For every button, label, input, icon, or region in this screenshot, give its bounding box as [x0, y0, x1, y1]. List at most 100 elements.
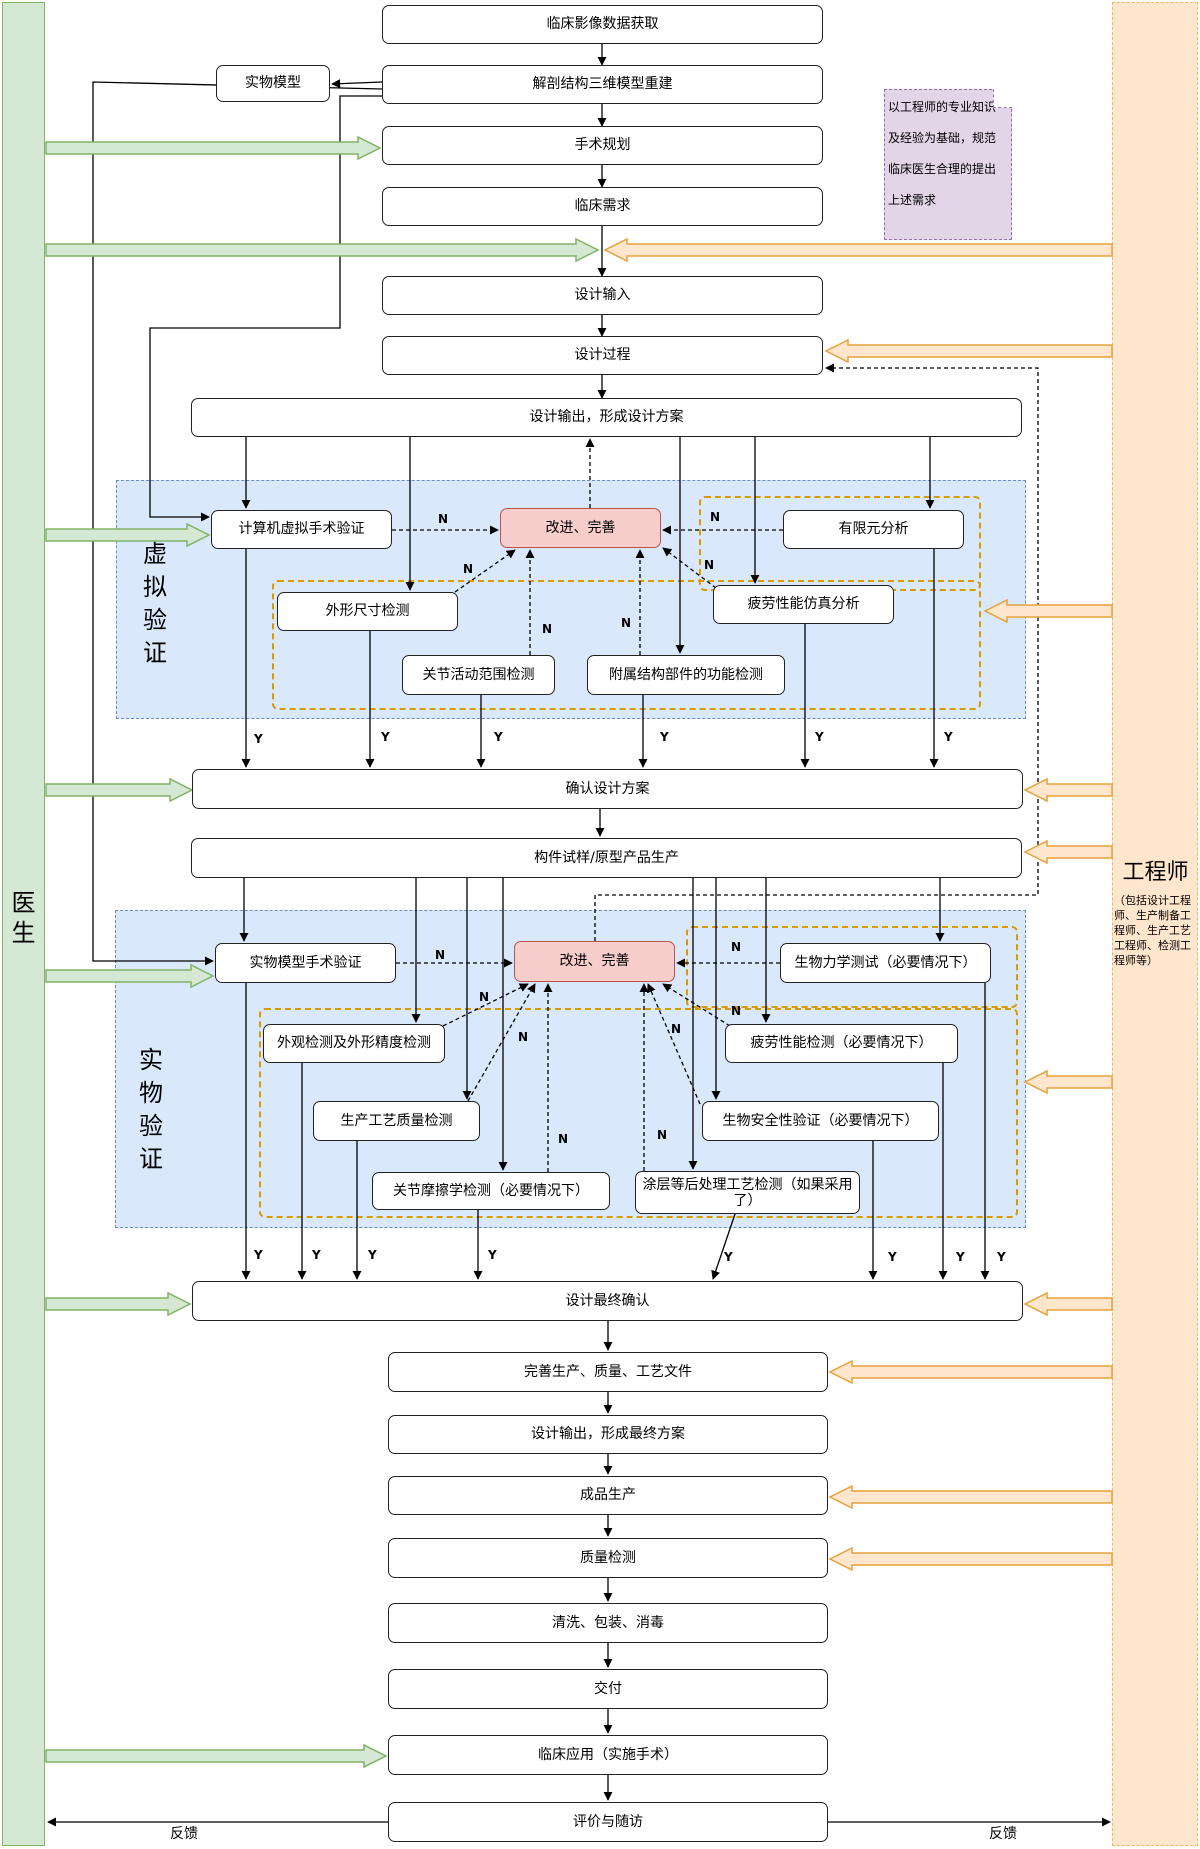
edge-label-y: Y	[815, 730, 824, 744]
engineer-lane-title: 工程师	[1122, 860, 1189, 885]
edge-label-n: N	[479, 990, 490, 1004]
biomechanics-test-box[interactable]: 生物力学测试（必要情况下）	[780, 943, 991, 983]
n-dashed-arrow	[442, 983, 529, 1027]
final-confirmation-box[interactable]: 设计最终确认	[192, 1281, 1023, 1321]
evaluation-followup-box[interactable]: 评价与随访	[388, 1802, 828, 1842]
engineer-input-arrow	[603, 237, 1113, 263]
quality-inspection-box[interactable]: 质量检测	[388, 1538, 828, 1578]
prototype-production-box[interactable]: 构件试样/原型产品生产	[191, 838, 1022, 878]
edge-label-n: N	[518, 1030, 529, 1044]
engineer-input-arrow	[1023, 1069, 1113, 1095]
design-process-box[interactable]: 设计过程	[382, 336, 823, 375]
reconstruction-box[interactable]: 解剖结构三维模型重建	[382, 65, 823, 104]
edge-label-n: N	[657, 1128, 668, 1142]
joint-tribology-check-box[interactable]: 关节摩擦学检测（必要情况下）	[372, 1172, 610, 1210]
engineer-input-arrow	[983, 598, 1113, 624]
n-dashed-arrow	[454, 549, 516, 593]
biosafety-verification-box[interactable]: 生物安全性验证（必要情况下）	[702, 1101, 939, 1141]
doctor-input-arrow	[45, 237, 600, 263]
engineer-guidance-note: 以工程师的专业知识 及经验为基础，规范 临床医生合理的提出 上述需求	[884, 89, 1012, 240]
improve-documents-box[interactable]: 完善生产、质量、工艺文件	[388, 1352, 828, 1392]
edge-label-y: Y	[368, 1248, 377, 1262]
edge-label-n: N	[621, 616, 632, 630]
engineer-input-arrow	[824, 338, 1113, 364]
process-quality-check-box[interactable]: 生产工艺质量检测	[313, 1101, 480, 1141]
engineer-lane-note: （包括设计工程师、生产制备工程师、生产工艺工程师、检测工程师等）	[1114, 894, 1191, 967]
feedback-left-label: 反馈	[170, 1826, 198, 1842]
edge-label-n: N	[463, 562, 474, 576]
edge-label-n: N	[710, 510, 721, 524]
n-dashed-arrow	[647, 983, 701, 1105]
edge-label-y: Y	[724, 1250, 733, 1264]
fatigue-simulation-box[interactable]: 疲劳性能仿真分析	[713, 585, 894, 624]
surgical-planning-box[interactable]: 手术规划	[382, 126, 823, 165]
design-output-box[interactable]: 设计输出，形成设计方案	[191, 398, 1022, 437]
doctor-input-arrow	[45, 135, 382, 161]
engineer-lane	[1112, 2, 1198, 1846]
physical-model-box[interactable]: 实物模型	[216, 65, 330, 102]
doctor-input-arrow	[45, 1743, 388, 1769]
final-design-output-box[interactable]: 设计输出，形成最终方案	[388, 1415, 828, 1454]
clean-pack-sterilize-box[interactable]: 清洗、包装、消毒	[388, 1603, 828, 1643]
doctor-input-arrow	[45, 963, 215, 989]
doctor-lane	[2, 2, 45, 1846]
appearance-precision-check-box[interactable]: 外观检测及外形精度检测	[263, 1024, 445, 1063]
doctor-lane-label: 医 生	[11, 889, 36, 947]
edge-label-n: N	[435, 948, 446, 962]
engineer-input-arrow	[1023, 777, 1113, 803]
edge-label-y: Y	[254, 732, 263, 746]
edge-label-n: N	[731, 1004, 742, 1018]
engineer-input-arrow	[1023, 839, 1113, 865]
edge-label-y: Y	[494, 730, 503, 744]
note-fold-corner	[993, 89, 1012, 108]
to-physical-model-arrow	[331, 79, 383, 89]
delivery-box[interactable]: 交付	[388, 1669, 828, 1709]
feedback-right-label: 反馈	[989, 1826, 1017, 1842]
physical-verification-label: 实 物 验 证	[139, 1046, 163, 1173]
edge-label-y: Y	[888, 1250, 897, 1264]
edge-label-y: Y	[660, 730, 669, 744]
engineer-input-arrow	[828, 1359, 1113, 1385]
engineer-input-arrow	[828, 1484, 1113, 1510]
edge-label-n: N	[558, 1132, 569, 1146]
edge-label-y: Y	[381, 730, 390, 744]
product-production-box[interactable]: 成品生产	[388, 1476, 828, 1515]
design-input-box[interactable]: 设计输入	[382, 276, 823, 315]
engineer-input-arrow	[1023, 1291, 1113, 1317]
edge-label-n: N	[731, 940, 742, 954]
joint-range-check-box[interactable]: 关节活动范围检测	[402, 655, 555, 695]
physical-checks-group-right	[686, 926, 1018, 1008]
clinical-needs-box[interactable]: 临床需求	[382, 187, 823, 226]
edge-label-n: N	[671, 1022, 682, 1036]
shape-size-check-box[interactable]: 外形尺寸检测	[277, 592, 458, 631]
physical-improve-box[interactable]: 改进、完善	[514, 941, 675, 982]
n-dashed-arrow	[662, 983, 731, 1027]
confirm-design-box[interactable]: 确认设计方案	[192, 769, 1023, 809]
doctor-input-arrow	[45, 777, 194, 803]
edge-label-y: Y	[997, 1250, 1006, 1264]
fatigue-test-box[interactable]: 疲劳性能检测（必要情况下）	[725, 1024, 958, 1063]
accessory-function-check-box[interactable]: 附属结构部件的功能检测	[587, 655, 785, 695]
edge-label-y: Y	[488, 1248, 497, 1262]
doctor-input-arrow	[45, 1291, 192, 1317]
physical-model-surgery-box[interactable]: 实物模型手术验证	[215, 943, 396, 983]
doctor-input-arrow	[45, 522, 211, 548]
virtual-verification-label: 虚 拟 验 证	[143, 540, 167, 667]
physical-checks-group-main	[259, 1008, 1018, 1218]
clinical-imaging-box[interactable]: 临床影像数据获取	[382, 5, 823, 44]
clinical-application-box[interactable]: 临床应用（实施手术）	[388, 1735, 828, 1775]
note-text: 以工程师的专业知识 及经验为基础，规范 临床医生合理的提出 上述需求	[888, 100, 997, 207]
virtual-checks-group-main	[272, 580, 981, 710]
n-dashed-arrow	[467, 983, 536, 1102]
finite-element-analysis-box[interactable]: 有限元分析	[783, 510, 964, 549]
edge-label-y: Y	[312, 1248, 321, 1262]
feedback-dashed-arrow	[594, 363, 1039, 941]
edge-label-n: N	[438, 512, 449, 526]
edge-label-y: Y	[956, 1250, 965, 1264]
coating-process-check-box[interactable]: 涂层等后处理工艺检测（如果采用了）	[635, 1171, 860, 1214]
engineer-input-arrow	[828, 1546, 1113, 1572]
computer-virtual-surgery-box[interactable]: 计算机虚拟手术验证	[211, 510, 392, 549]
virtual-improve-box[interactable]: 改进、完善	[500, 508, 661, 548]
